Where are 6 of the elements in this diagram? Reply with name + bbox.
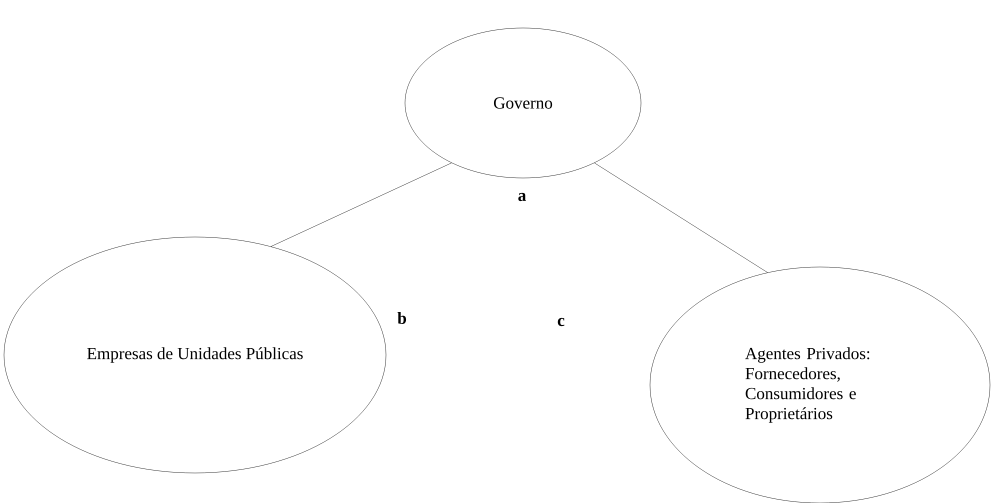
connector-line xyxy=(594,162,768,273)
ellipse-node: Agentes Privados: Fornecedores, Consumidores e Proprietários xyxy=(650,266,990,503)
ellipse-node: Governo xyxy=(404,28,642,178)
ellipse-node: Empresas de Unidades Públicas xyxy=(4,236,386,474)
connector-line xyxy=(270,162,452,247)
letter-label: c xyxy=(558,318,564,326)
